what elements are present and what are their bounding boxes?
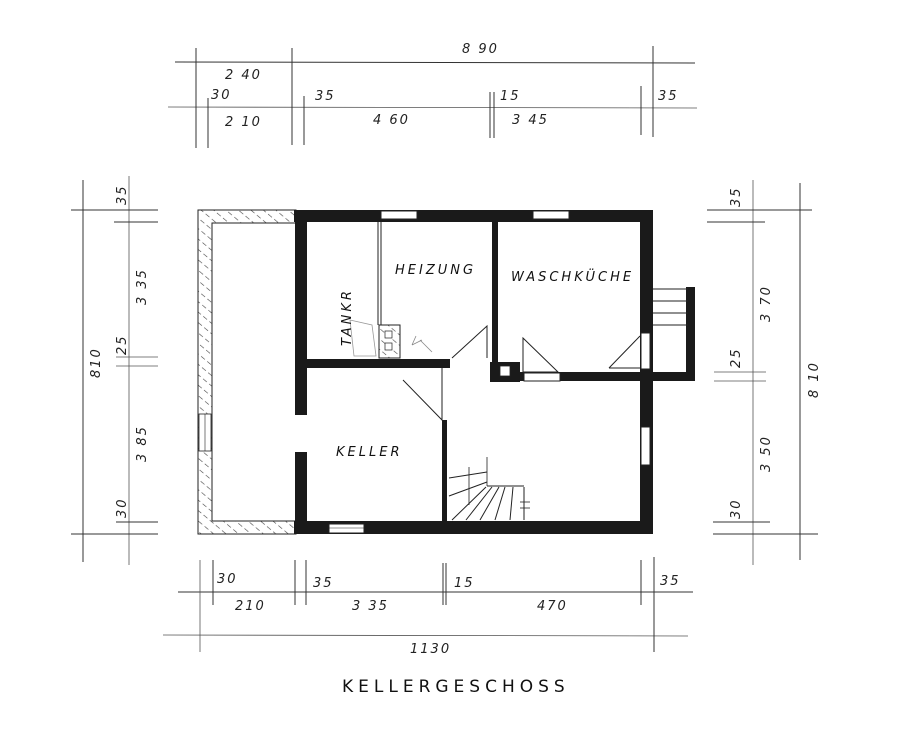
dim-right-350: 3 50 <box>759 435 774 472</box>
dim-right-30: 30 <box>729 498 744 519</box>
dim-bottom-overall: 1130 <box>410 642 451 657</box>
door-heizung <box>451 324 488 359</box>
tank-sketch <box>349 319 433 357</box>
door-keller <box>402 368 443 422</box>
right-dimension-chain: 8 10 35 3 70 25 3 50 30 <box>707 180 822 565</box>
chimney-flue <box>499 365 511 377</box>
dim-top-overall: 8 90 <box>462 42 499 57</box>
dim-bottom-15: 15 <box>454 576 475 591</box>
dim-left-30: 30 <box>115 497 130 518</box>
dim-top-345: 3 45 <box>512 113 549 128</box>
dim-bottom-35a: 35 <box>313 576 334 591</box>
staircase <box>448 457 530 521</box>
dim-right-370: 3 70 <box>759 285 774 322</box>
top-dimension-chain: 8 90 2 40 30 2 10 35 4 60 15 3 45 35 <box>167 42 698 148</box>
dim-bottom-210: 210 <box>235 599 266 614</box>
room-label-keller: KELLER <box>336 445 402 460</box>
dim-top-210: 2 10 <box>225 115 262 130</box>
dim-top-15: 15 <box>500 89 521 104</box>
dim-right-overall: 8 10 <box>807 361 822 398</box>
dim-top-left-block: 2 40 <box>225 68 262 83</box>
dim-top-460: 4 60 <box>373 113 410 128</box>
room-label-waschkueche: WASCHKÜCHE <box>511 268 634 285</box>
drawing-title: KELLERGESCHOSS <box>342 677 570 697</box>
room-label-tankraum: TANKR <box>340 288 355 346</box>
window-top-waschkueche <box>532 210 570 220</box>
dim-top-35b: 35 <box>658 89 679 104</box>
door-outside <box>608 335 641 369</box>
dim-right-25: 25 <box>729 347 744 368</box>
door-waschkueche-sill <box>523 372 561 382</box>
dim-bottom-35b: 35 <box>660 574 681 589</box>
left-dimension-chain: 810 35 3 35 25 3 85 30 <box>71 176 158 565</box>
door-right-outside <box>640 332 651 370</box>
floor-plan-walls <box>197 209 695 535</box>
window-right <box>640 426 651 466</box>
dim-right-35: 35 <box>729 186 744 207</box>
dim-top-30: 30 <box>211 88 232 103</box>
bottom-dimension-chain: 30 210 35 3 35 15 470 35 1130 <box>162 557 693 657</box>
doors <box>402 324 641 422</box>
dim-bottom-30: 30 <box>217 572 238 587</box>
dim-left-385: 3 85 <box>135 425 150 462</box>
dim-bottom-335: 3 35 <box>352 599 389 614</box>
dim-top-35a: 35 <box>315 89 336 104</box>
dim-left-35: 35 <box>115 184 130 205</box>
door-waschkueche <box>522 336 560 373</box>
window-bottom <box>328 523 365 534</box>
dim-left-25: 25 <box>115 334 130 355</box>
dim-bottom-470: 470 <box>537 599 568 614</box>
dim-left-335: 3 35 <box>135 268 150 305</box>
window-top-heizung <box>380 210 418 220</box>
room-label-heizung: HEIZUNG <box>395 263 476 278</box>
dim-left-overall: 810 <box>89 347 104 378</box>
